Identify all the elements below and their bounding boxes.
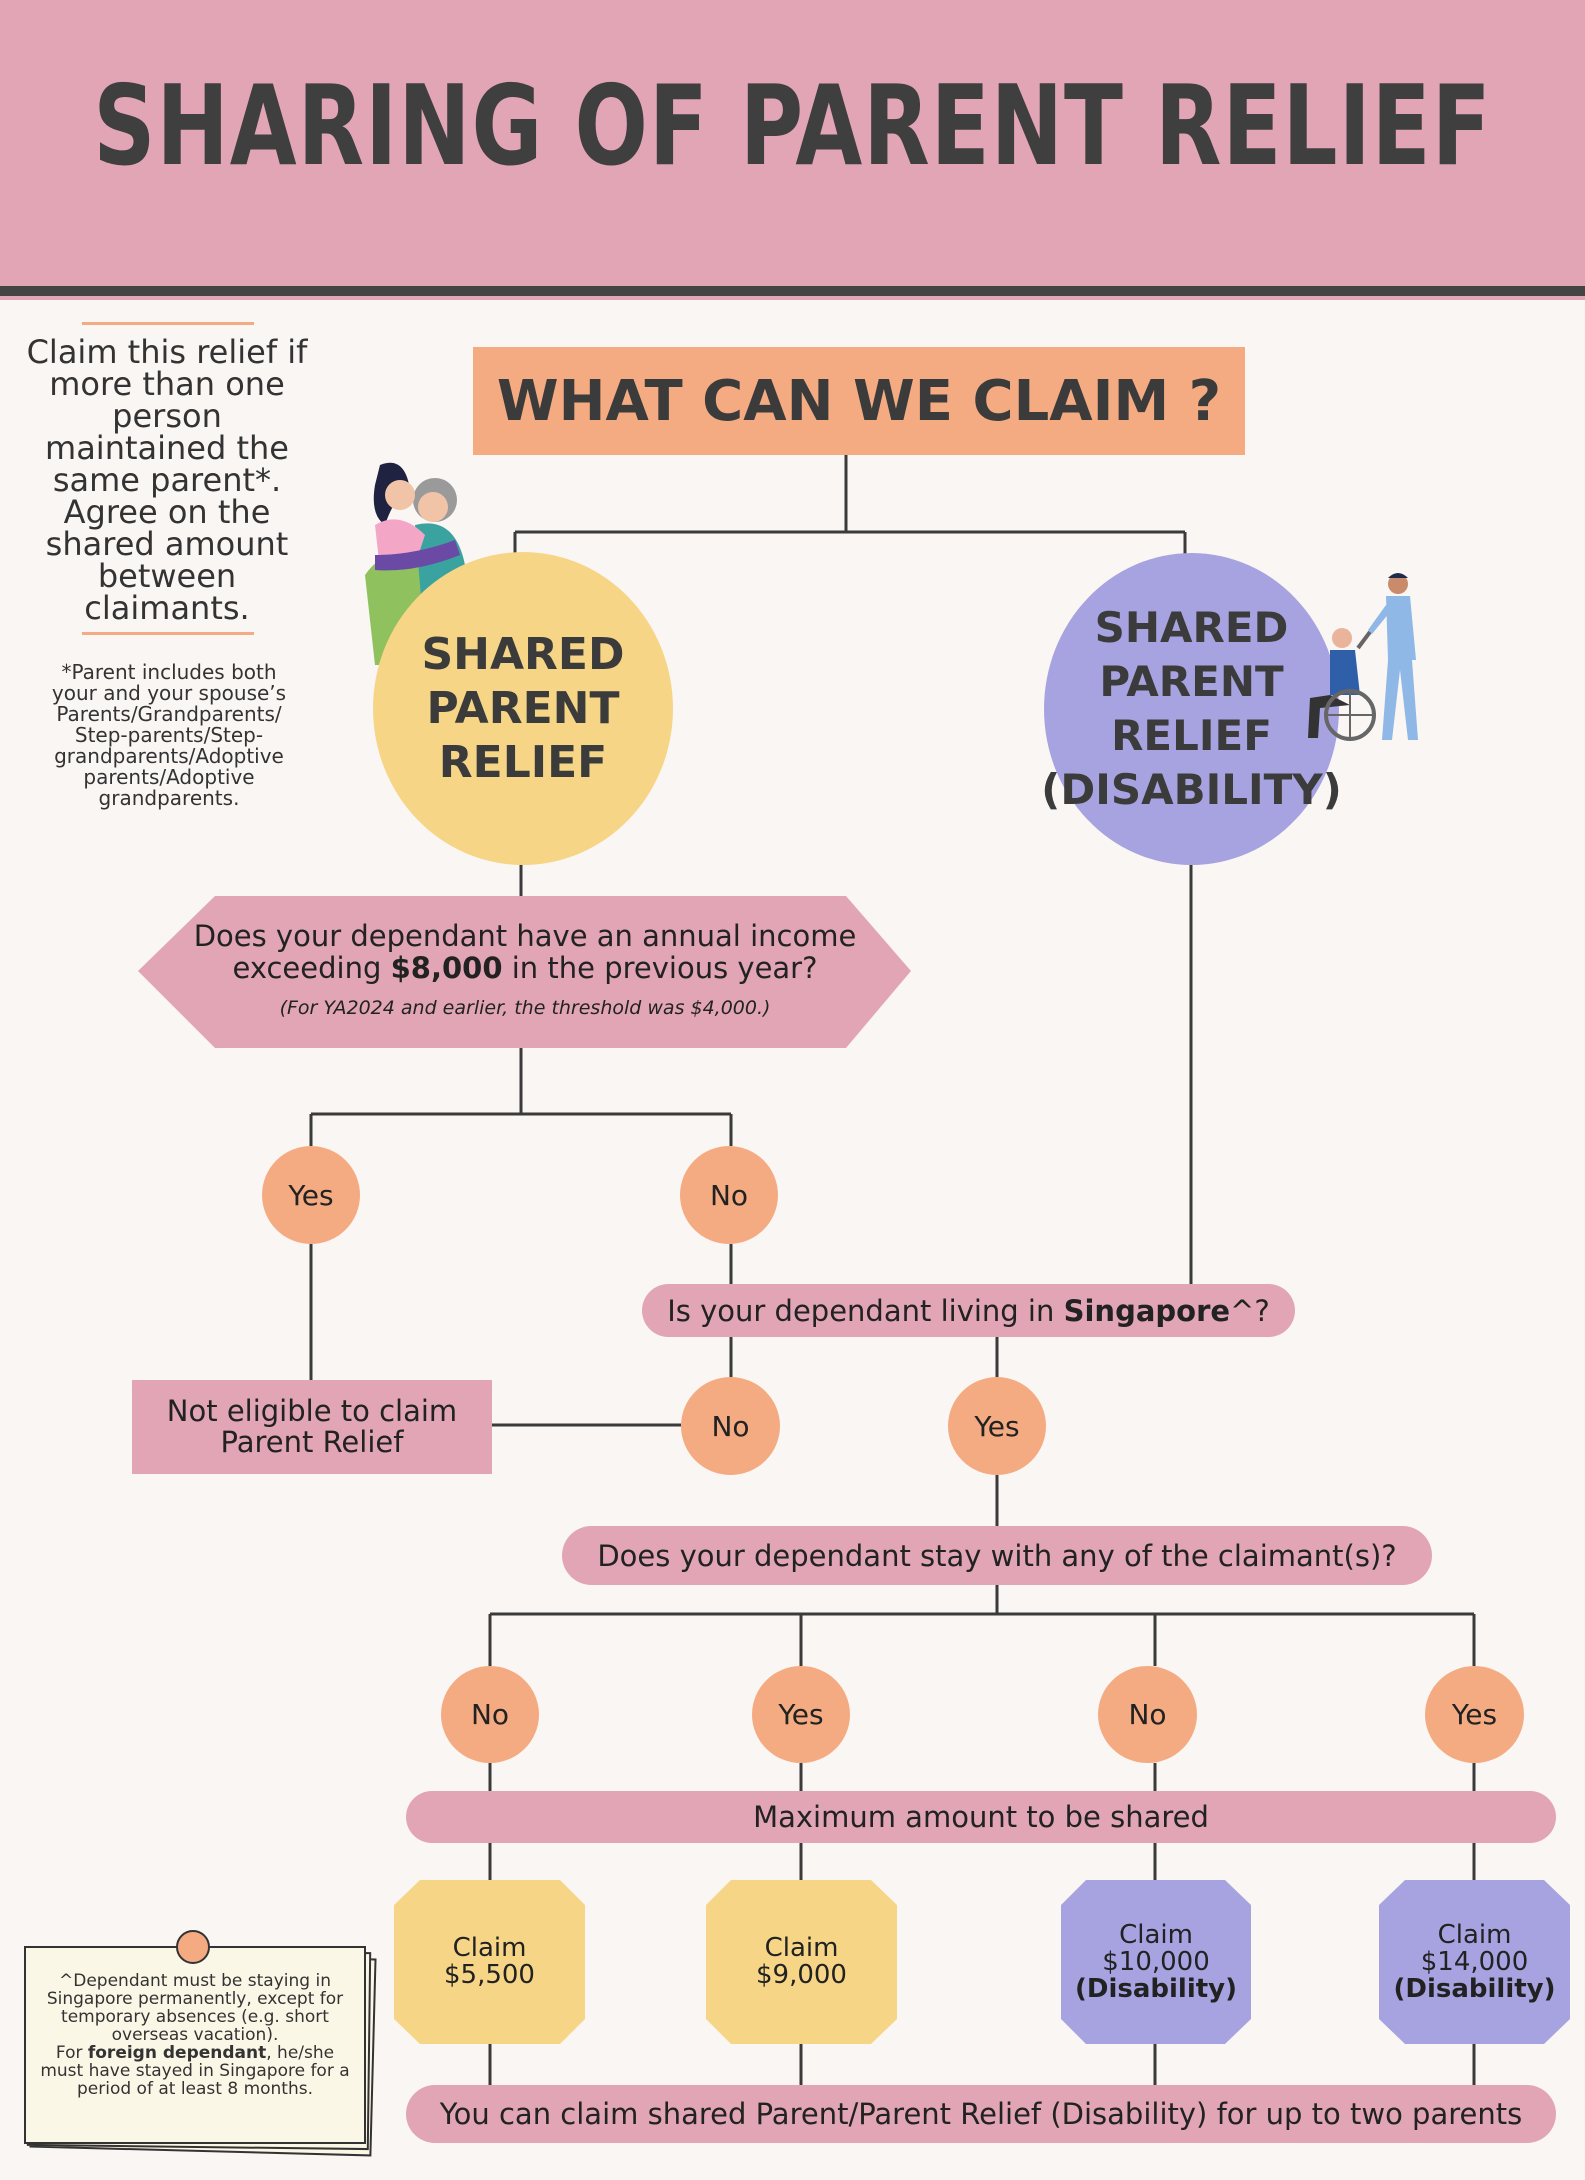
income-yes-answer: Yes (262, 1146, 360, 1244)
claim-4-line1: Claim (1437, 1919, 1512, 1950)
income-question: Does your dependant have an annual incom… (160, 920, 890, 1024)
not-eligible-box: Not eligible to claim Parent Relief (132, 1380, 492, 1474)
stay-yes-answer-1: Yes (752, 1666, 850, 1763)
income-question-line1: Does your dependant have an annual incom… (193, 919, 857, 953)
shared-parent-relief-label: SHARED PARENT RELIEF (421, 628, 625, 788)
shared-parent-relief-circle: SHARED PARENT RELIEF (373, 552, 673, 865)
singapore-no-answer: No (681, 1377, 780, 1475)
claim-octagon-2 (706, 1880, 897, 2044)
claim-1: Claim $5,500 (394, 1880, 585, 2044)
sticky-note-post: , he/she must have stayed in Singapore f… (40, 2043, 350, 2099)
claim-3-disability: (Disability) (1074, 1973, 1237, 2004)
max-amount-bar: Maximum amount to be shared (406, 1791, 1556, 1843)
sticky-note: ^Dependant must be staying in Singapore … (24, 1946, 366, 2144)
claim-octagon-4 (1379, 1880, 1570, 2044)
side-footnote: *Parent includes both your and your spou… (51, 660, 287, 810)
header-divider (0, 286, 1585, 296)
income-question-note: (For YA2024 and earlier, the threshold w… (279, 997, 771, 1019)
side-accent-top (82, 322, 254, 325)
income-question-shape (138, 896, 911, 1048)
sticky-note-bold: foreign dependant (87, 2043, 267, 2063)
claim-2-line1: Claim (764, 1933, 839, 1963)
claim-4-amount: $14,000 (1420, 1946, 1529, 1977)
bottom-note-bar: You can claim shared Parent/Parent Relie… (406, 2085, 1556, 2143)
sticky-note-line1: ^Dependant must be staying in Singapore … (46, 1971, 344, 2045)
wheelchair-caregiver-illustration (1308, 573, 1418, 741)
stay-yes-answer-2: Yes (1425, 1666, 1524, 1763)
sticky-note-line2: For foreign dependant, he/she must have … (38, 2044, 352, 2098)
page-title: SHARING OF PARENT RELIEF (93, 61, 1492, 191)
singapore-question-bold: Singapore (1063, 1293, 1231, 1328)
sticky-note-pre: For (55, 2043, 88, 2063)
side-accent-bottom (82, 632, 254, 635)
not-eligible-label: Not eligible to claim Parent Relief (166, 1394, 458, 1459)
claim-1-amount: $5,500 (444, 1960, 535, 1990)
income-question-line2: exceeding $8,000 in the previous year? (160, 952, 890, 984)
claim-4-disability: (Disability) (1393, 1973, 1556, 2004)
claim-2-amount: $9,000 (756, 1960, 847, 1990)
income-no-answer: No (680, 1146, 778, 1244)
singapore-yes-answer: Yes (948, 1377, 1046, 1475)
header-divider-accent (0, 296, 1585, 300)
claim-octagon-1 (394, 1880, 585, 2044)
question-top-box: WHAT CAN WE CLAIM ? (473, 347, 1245, 455)
singapore-question-pre: Is your dependant living in (667, 1293, 1064, 1328)
claim-1-line1: Claim (452, 1933, 527, 1963)
stay-question: Does your dependant stay with any of the… (562, 1526, 1432, 1585)
claim-octagon-3 (1061, 1880, 1251, 2044)
claim-3: Claim $10,000 (Disability) (1061, 1880, 1251, 2044)
singapore-question-post: ^? (1230, 1293, 1270, 1328)
income-threshold: $8,000 (390, 951, 503, 985)
claim-3-amount: $10,000 (1102, 1946, 1210, 1977)
income-question-post: in the previous year? (502, 951, 818, 985)
claim-2: Claim $9,000 (706, 1880, 897, 2044)
singapore-question: Is your dependant living in Singapore^? (642, 1284, 1295, 1337)
side-note-main: Claim this relief if more than one perso… (26, 333, 308, 627)
claim-3-line1: Claim (1119, 1919, 1193, 1950)
stay-no-answer-2: No (1098, 1666, 1197, 1763)
shared-parent-relief-disability-label: SHARED PARENT RELIEF (DISABILITY) (1041, 603, 1342, 814)
pin-icon (176, 1930, 210, 1964)
stay-no-answer-1: No (441, 1666, 539, 1763)
claim-4: Claim $14,000 (Disability) (1379, 1880, 1570, 2044)
shared-parent-relief-disability-circle: SHARED PARENT RELIEF (DISABILITY) (1041, 553, 1342, 865)
header-banner (0, 0, 1585, 286)
income-question-pre: exceeding (232, 951, 391, 985)
